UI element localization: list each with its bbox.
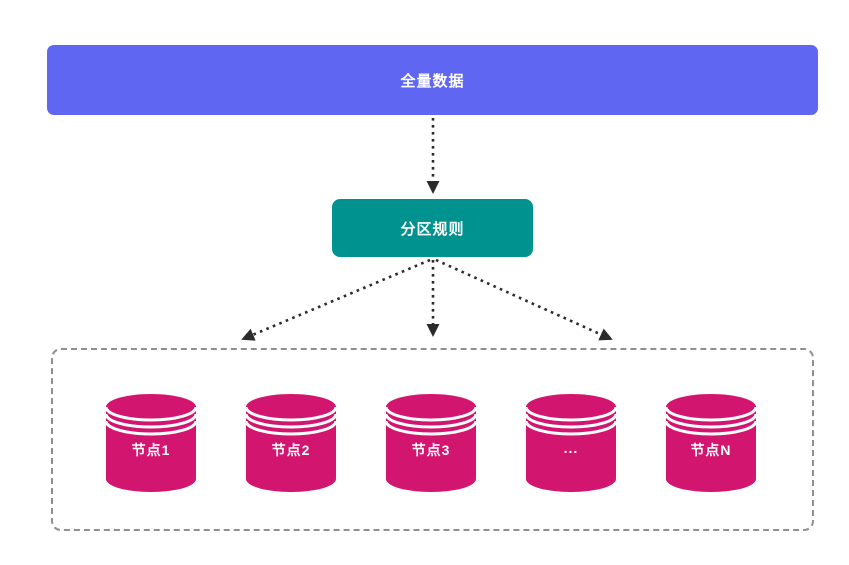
full-data-node[interactable]: 全量数据 bbox=[47, 45, 818, 115]
db-node-1[interactable]: 节点1 bbox=[104, 392, 198, 494]
partition-rule-label: 分区规则 bbox=[400, 220, 465, 238]
db-node-label: ... bbox=[563, 440, 579, 456]
db-node-2[interactable]: 节点2 bbox=[244, 392, 338, 494]
database-cylinder-icon bbox=[244, 394, 338, 492]
db-node-ellipsis[interactable]: ... bbox=[524, 392, 618, 494]
partition-rule-node[interactable]: 分区规则 bbox=[332, 199, 533, 257]
db-node-label: 节点2 bbox=[271, 442, 311, 458]
db-node-3[interactable]: 节点3 bbox=[384, 392, 478, 494]
db-node-n[interactable]: 节点N bbox=[664, 392, 758, 494]
db-node-label: 节点1 bbox=[131, 442, 171, 458]
database-cylinder-icon bbox=[524, 394, 618, 492]
full-data-label: 全量数据 bbox=[400, 72, 465, 90]
database-cylinder-icon bbox=[664, 394, 758, 492]
arrow-rule-to-node-left bbox=[241, 258, 431, 341]
db-node-label: 节点N bbox=[690, 442, 732, 458]
db-node-label: 节点3 bbox=[411, 442, 451, 458]
arrow-rule-to-node-right bbox=[435, 258, 613, 341]
database-cylinder-icon bbox=[104, 394, 198, 492]
database-cylinder-icon bbox=[384, 394, 478, 492]
